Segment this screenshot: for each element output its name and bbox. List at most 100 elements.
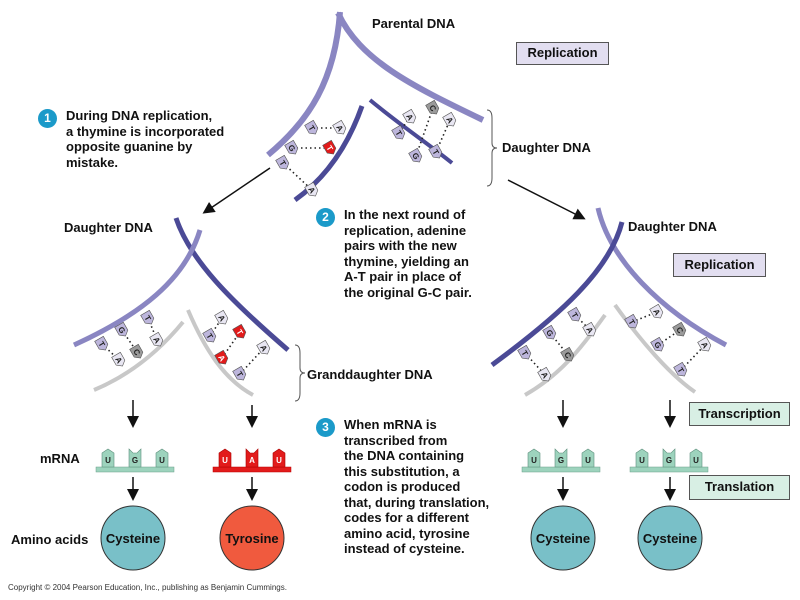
nucleotide: T [232,323,247,339]
svg-text:G: G [652,340,663,350]
nucleotide: A [304,181,319,197]
amino-acid: Cysteine [530,505,596,571]
svg-text:T: T [675,366,685,375]
nucleotide: A [442,111,457,127]
mrna-base-letter: G [558,456,564,465]
nucleotide: T [673,361,688,377]
base-pair: TA [624,303,664,329]
svg-text:A: A [258,343,269,353]
nucleotide: T [304,119,319,135]
amino-acid-name: Cysteine [643,531,697,546]
mrna-base [554,448,568,468]
mrna-base [662,448,676,468]
mrna-base-letter: G [666,456,672,465]
right-strand-b [490,221,625,368]
arrow-to-left-daughter [202,167,271,214]
mrna-base-letter: U [693,456,699,465]
amino-acid-name: Cysteine [106,531,160,546]
svg-text:A: A [584,325,595,335]
mrna-base-letter: U [531,456,537,465]
new-strand-left [293,105,365,203]
svg-text:G: G [116,325,127,335]
nucleotide: A [149,331,164,347]
nucleotide: A [256,339,271,355]
svg-text:T: T [306,124,316,133]
amino-acid-circle [219,505,285,571]
base-pair: TA [140,309,164,347]
mrna-backbone [521,466,601,473]
replication-box-top: Replication [516,42,609,65]
daughter-dna-label-right: Daughter DNA [628,219,717,234]
mrna-base [155,448,169,468]
copyright: Copyright © 2004 Pearson Education, Inc.… [8,583,287,592]
svg-text:A: A [444,115,455,125]
mrna-base [581,448,595,468]
step-1-text: During DNA replication, a thymine is inc… [66,108,225,170]
down-arrows [127,400,676,501]
base-pair: GC [542,324,575,362]
svg-text:A: A [113,355,124,365]
amino-acid-name: Tyrosine [225,531,278,546]
svg-text:T: T [324,144,334,153]
nucleotide: A [582,321,597,337]
left-gray-b [186,309,254,397]
svg-text:A: A [334,123,345,133]
base-pair: TA [232,339,271,381]
parental-strand-right [335,11,485,123]
svg-text:C: C [674,325,685,335]
svg-text:G: G [410,151,421,161]
nucleotide: T [202,327,217,343]
base-pair: GC [408,99,440,163]
svg-text:C: C [131,347,142,357]
nucleotide: G [650,336,665,352]
amino-acid-circle [100,505,166,571]
step-3-text: When mRNA is transcribed from the DNA co… [344,417,490,556]
step-1: 1 During DNA replication, a thymine is i… [38,108,268,170]
mrna-backbone [629,466,709,473]
nucleotide: A [111,351,126,367]
svg-text:T: T [519,349,529,358]
svg-text:T: T [277,159,287,168]
hydrogen-bond [239,347,265,375]
svg-text:T: T [569,311,579,320]
amino-acid: Cysteine [637,505,703,571]
svg-text:C: C [562,350,573,360]
base-pair: TA [428,111,457,159]
base-pair: TA [391,108,417,140]
parental-dna-label: Parental DNA [372,16,456,31]
granddaughter-bracket [294,344,306,402]
svg-text:A: A [651,307,662,317]
parental-strand-left [266,11,343,158]
svg-text:T: T [393,129,403,138]
mrna-base-letter: U [105,456,111,465]
nucleotide: A [697,336,712,352]
mrna-base [689,448,703,468]
mrna-base-letter: U [276,456,282,465]
daughter-dna-label-top: Daughter DNA [502,140,591,155]
mrna-backbone [212,466,292,473]
svg-text:G: G [544,328,555,338]
svg-text:T: T [234,328,244,337]
base-pair: AT [214,323,247,365]
mrna-base [128,448,142,468]
nucleotide: A [537,366,552,382]
base-pair: GC [650,321,687,352]
svg-text:T: T [96,340,106,349]
nucleotide: G [408,147,423,163]
mrna-label: mRNA [40,451,80,466]
svg-text:A: A [539,370,550,380]
new-strand-right [368,98,454,165]
svg-text:T: T [626,318,636,327]
left-replication-fork [72,217,290,397]
step-2-badge: 2 [316,208,335,227]
nucleotide: A [332,119,347,135]
nucleotide: T [428,143,443,159]
mrna-base [272,448,286,468]
base-pair: TA [275,154,319,197]
svg-text:C: C [427,103,438,113]
